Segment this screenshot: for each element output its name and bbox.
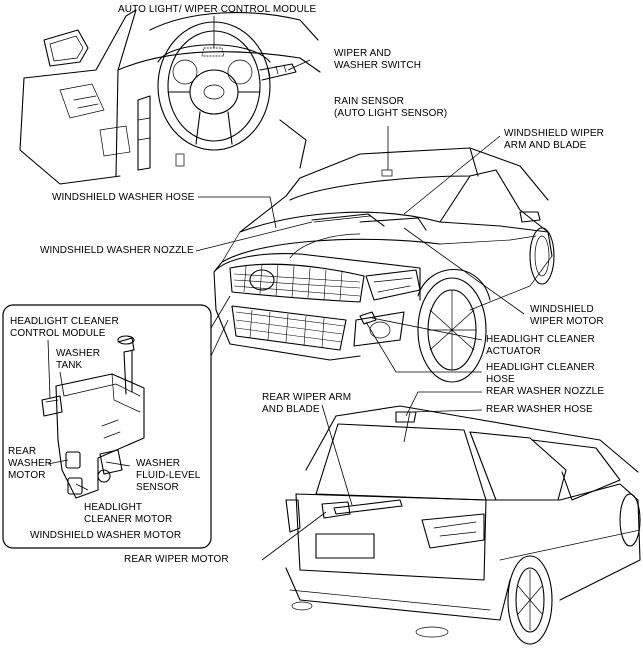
interior-dashboard-illustration [19, 9, 321, 185]
headlight-cleaner-motor-label: HEADLIGHT CLEANER MOTOR [84, 502, 173, 525]
windshield-washer-motor-label: WINDSHIELD WASHER MOTOR [30, 530, 182, 541]
washer-tank-label: WASHER TANK [56, 348, 101, 371]
headlight-cleaner-hose-label: HEADLIGHT CLEANER HOSE [486, 362, 595, 385]
rear-wiper-motor-label: REAR WIPER MOTOR [124, 554, 229, 565]
headlight-cleaner-actuator-label: HEADLIGHT CLEANER ACTUATOR [486, 334, 595, 357]
rain-sensor-label: RAIN SENSOR (AUTO LIGHT SENSOR) [334, 96, 448, 119]
windshield-wiper-motor-label: WINDSHIELD WIPER MOTOR [530, 304, 604, 327]
windshield-washer-hose-label: WINDSHIELD WASHER HOSE [52, 192, 195, 203]
rear-washer-hose-label: REAR WASHER HOSE [486, 404, 593, 415]
rear-washer-nozzle-label: REAR WASHER NOZZLE [486, 386, 605, 397]
rear-washer-motor-label: REAR WASHER MOTOR [8, 446, 53, 481]
windshield-washer-nozzle-label: WINDSHIELD WASHER NOZZLE [40, 245, 194, 256]
leader-lines [47, 16, 525, 561]
auto-light-wiper-control-module-label: AUTO LIGHT/ WIPER CONTROL MODULE [118, 4, 317, 15]
washer-fluid-level-sensor-label: WASHER FLUID-LEVEL SENSOR [136, 458, 201, 493]
headlight-cleaner-control-module-label: HEADLIGHT CLEANER CONTROL MODULE [10, 316, 119, 339]
washer-tank-inset [2, 295, 231, 549]
wiper-washer-switch-label: WIPER AND WASHER SWITCH [334, 48, 422, 71]
rear-vehicle-illustration [285, 405, 641, 645]
front-vehicle-illustration [213, 147, 555, 383]
rear-wiper-arm-label: REAR WIPER ARM AND BLADE [262, 392, 352, 415]
windshield-wiper-arm-label: WINDSHIELD WIPER ARM AND BLADE [504, 128, 604, 151]
